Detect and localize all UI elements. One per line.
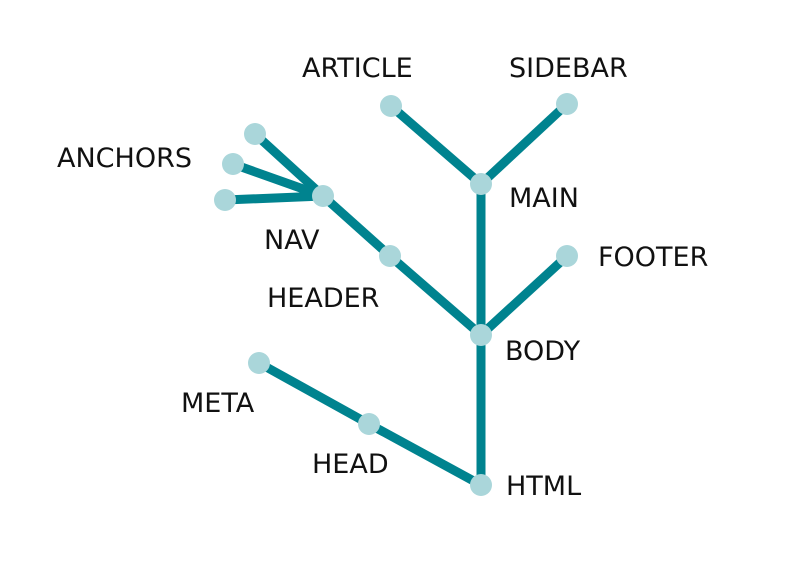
label-anchors: ANCHORS bbox=[57, 143, 192, 174]
tree-labels: HTML HEAD META BODY HEADER NAV ANCHORS M… bbox=[57, 53, 708, 502]
node-anchor-middle bbox=[222, 153, 244, 175]
edge-nav-anchor-bottom bbox=[224, 191, 324, 205]
tree-nodes bbox=[214, 93, 578, 496]
label-main: MAIN bbox=[509, 183, 579, 214]
label-meta: META bbox=[181, 388, 255, 419]
label-nav: NAV bbox=[264, 225, 320, 256]
label-article: ARTICLE bbox=[302, 53, 413, 84]
label-head: HEAD bbox=[312, 449, 389, 480]
node-anchor-bottom bbox=[214, 189, 236, 211]
edge-body-footer bbox=[477, 252, 571, 339]
edge-nav-anchor-top bbox=[251, 130, 327, 200]
node-head bbox=[358, 413, 380, 435]
tree-edges bbox=[224, 100, 571, 489]
node-article bbox=[380, 95, 402, 117]
edge-html-head bbox=[366, 420, 484, 489]
node-sidebar bbox=[556, 93, 578, 115]
edge-main-sidebar bbox=[477, 100, 571, 188]
node-anchor-top bbox=[244, 123, 266, 145]
node-header bbox=[379, 245, 401, 267]
node-main bbox=[470, 173, 492, 195]
label-header: HEADER bbox=[267, 283, 379, 314]
edge-head-meta bbox=[256, 359, 372, 428]
edge-nav-anchor-middle bbox=[231, 159, 325, 201]
edge-header-nav bbox=[319, 192, 394, 260]
node-html bbox=[470, 474, 492, 496]
label-html: HTML bbox=[506, 471, 581, 502]
node-nav bbox=[312, 185, 334, 207]
edge-body-header bbox=[387, 252, 484, 339]
edge-main-article bbox=[388, 102, 484, 188]
label-sidebar: SIDEBAR bbox=[509, 53, 628, 84]
node-footer bbox=[556, 245, 578, 267]
node-body bbox=[470, 324, 492, 346]
label-body: BODY bbox=[505, 336, 581, 367]
node-meta bbox=[248, 352, 270, 374]
label-footer: FOOTER bbox=[598, 242, 708, 273]
